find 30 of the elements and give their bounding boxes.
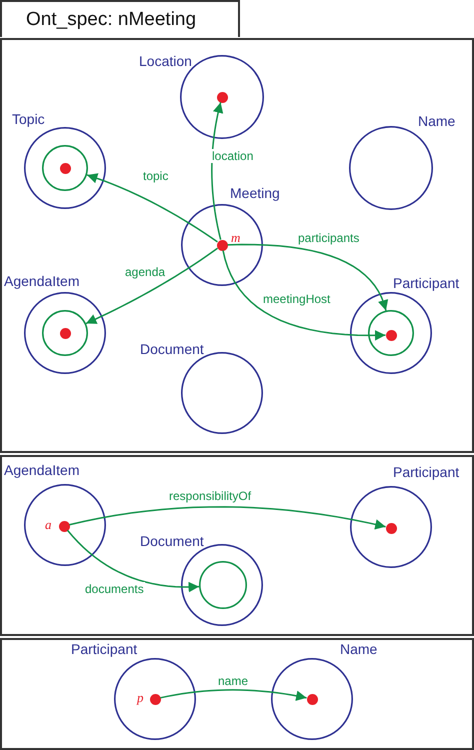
class-name: Topic <box>12 111 45 127</box>
arrow <box>211 102 224 240</box>
class-name: Location <box>139 53 192 69</box>
variable-label: p <box>137 691 144 705</box>
edge-label: topic <box>142 169 170 183</box>
edge-label: agenda <box>124 265 166 279</box>
edge-label: location <box>211 149 254 163</box>
arrow <box>227 244 388 311</box>
edge-label: documents <box>84 582 145 596</box>
class-name: Name <box>340 641 378 657</box>
edge-label: meetingHost <box>262 292 332 306</box>
variable-label: m <box>231 231 240 245</box>
class-name: Document <box>140 533 204 549</box>
arrow <box>66 530 200 592</box>
arrow <box>86 248 218 324</box>
class-name: Participant <box>393 275 460 291</box>
class-name: Document <box>140 341 204 357</box>
class-name: AgendaItem <box>4 273 80 289</box>
arrow <box>86 173 218 242</box>
arrow <box>160 689 307 701</box>
class-name: Participant <box>71 641 138 657</box>
class-name: Name <box>418 113 456 129</box>
arrow <box>69 506 386 530</box>
class-name: Meeting <box>230 185 280 201</box>
class-name: AgendaItem <box>4 462 80 478</box>
arrow <box>222 250 386 341</box>
class-name: Participant <box>393 464 460 480</box>
variable-label: a <box>45 518 52 532</box>
edge-label: responsibilityOf <box>168 489 252 503</box>
edge-label: participants <box>297 231 360 245</box>
